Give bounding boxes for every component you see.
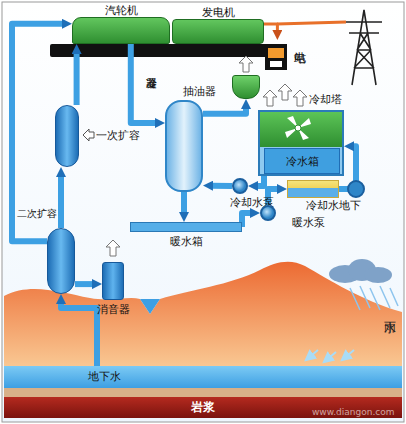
power-station: 电站 — [262, 40, 306, 72]
power-line — [264, 24, 277, 32]
node-label: 消音器 — [97, 304, 130, 316]
pipe-connector — [242, 213, 252, 227]
pump-circle: 冷却水泵 — [232, 178, 248, 194]
fan-blades — [285, 116, 311, 140]
power-line — [277, 22, 346, 24]
exhaust-arrow — [293, 90, 307, 106]
pipe-connector — [131, 44, 157, 123]
turbine-block: 汽轮机 — [72, 17, 170, 44]
generator-block: 发电机 — [172, 19, 264, 44]
rain-cloud — [329, 259, 392, 283]
station-detail — [268, 48, 284, 58]
rock-stratum — [4, 388, 402, 397]
exhaust-arrow — [106, 240, 120, 256]
groundwater-band: 地下水 — [4, 366, 402, 388]
pond — [140, 299, 160, 314]
node-label: 冷却塔 — [309, 94, 342, 106]
node-label: 发电机 — [173, 7, 263, 19]
free-label: www.diangon.com — [312, 406, 395, 418]
pipe-connector — [211, 183, 232, 189]
infiltration-arrows — [306, 350, 354, 362]
pump-symbol — [348, 181, 364, 197]
cooling-tower: 冷却塔冷水箱 — [258, 110, 344, 176]
node-label: 冷却水地下 — [306, 200, 361, 212]
pipe-connector — [75, 281, 94, 287]
rain-lines — [350, 286, 398, 310]
node-label: 二次扩容 — [17, 208, 57, 220]
node-label: 汽轮机 — [73, 5, 169, 17]
exhaust-arrow — [278, 84, 292, 100]
flash-vessel: 一次扩容 — [55, 105, 79, 167]
flash-vessel: 二次扩容 — [47, 228, 75, 294]
pipe-connector — [203, 107, 246, 114]
ejector-unit: 抽油器 — [232, 75, 260, 99]
node-label: 地下水 — [88, 371, 121, 383]
silencer-box: 消音器 — [102, 262, 124, 300]
station-building — [265, 44, 287, 70]
transmission-tower — [346, 10, 382, 85]
exhaust-arrow — [263, 90, 277, 106]
pipe-connector — [74, 52, 80, 105]
station-detail — [270, 61, 282, 67]
cold-water-tank: 冷水箱 — [264, 148, 340, 174]
warm-water-tank: 暖水箱 — [130, 222, 242, 232]
base-plate — [50, 44, 276, 57]
pipe-connector — [181, 192, 187, 214]
node-label: 暖水泵 — [292, 217, 325, 229]
fan-hub — [295, 125, 301, 131]
pipe-connector — [61, 302, 97, 366]
pipe-connector — [58, 175, 64, 228]
exhaust-arrow — [239, 56, 253, 72]
node-label: 一次扩容 — [96, 130, 140, 142]
node-label: 冷水箱 — [265, 156, 339, 168]
node-label: 抽油器 — [183, 86, 216, 98]
pump-circle: 暖水泵 — [260, 205, 276, 221]
node-label: 暖水箱 — [131, 236, 241, 248]
sump-basin: 冷却水地下 — [287, 180, 339, 198]
condenser-vessel: 冷凝器 — [165, 100, 203, 192]
pointer-arrow — [83, 129, 94, 141]
